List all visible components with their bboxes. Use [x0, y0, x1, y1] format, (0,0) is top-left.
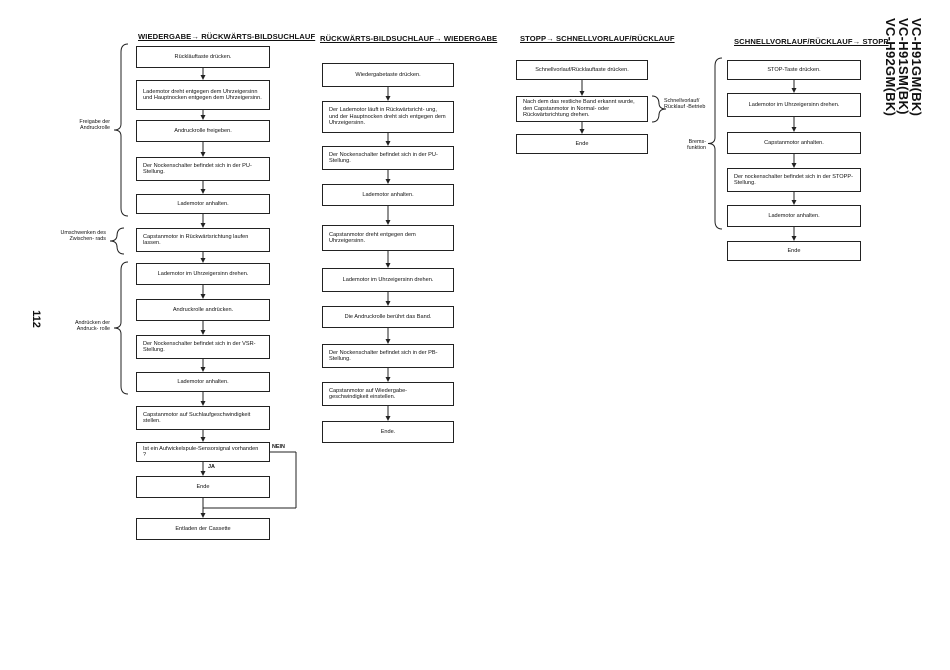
side-label-ffrew: Schnellvorlauf/ Rücklauf -Betrieb [664, 98, 706, 111]
arrow-head [579, 129, 585, 134]
yes-label: JA [208, 464, 215, 470]
model-label-1: VC-H91GM(BK) [909, 18, 924, 117]
col2-step-2: Der Lademotor läuft in Rückwärtsricht- u… [322, 101, 454, 133]
col1-step-9: Der Nockenschalter befindet sich in der … [136, 335, 270, 359]
col4-step-2: Lademotor im Uhrzeigersinn drehen. [727, 93, 861, 117]
arrow-head [200, 258, 206, 263]
col2-step-5: Capstanmotor dreht entgegen dem Uhrzeige… [322, 225, 454, 251]
arrow-head [200, 367, 206, 372]
col1-unload: Entladen der Cassette [136, 518, 270, 540]
arrow-head [200, 330, 206, 335]
side-label-swing: Umschwenken des Zwischen- rads [60, 230, 106, 243]
col2-step-3: Der Nockenschalter befindet sich in der … [322, 146, 454, 170]
col2-title: RÜCKWÄRTS-BILDSUCHLAUF→ WIEDERGABE [320, 34, 498, 43]
arrow-head [200, 401, 206, 406]
col2-step-1: Wiedergabetaste drücken. [322, 63, 454, 87]
side-label-press: Andrücken der Andruck- rolle [74, 320, 110, 333]
arrow-head [200, 471, 206, 476]
model-label-2: VC-H91SM(BK) [896, 18, 911, 115]
col4-step-4: Der nockenschalter befindet sich in der … [727, 168, 861, 192]
arrow-head [200, 223, 206, 228]
col2-step-8: Der Nockenschalter befindet sich in der … [322, 344, 454, 368]
col2-step-4: Lademotor anhalten. [322, 184, 454, 206]
arrow-head [200, 294, 206, 299]
arrow-head [791, 127, 797, 132]
grouping-brace [651, 95, 667, 123]
col4-step-3: Capstanmotor anhalten. [727, 132, 861, 154]
col1-step-6: Capstanmotor in Rückwärtsrichtung laufen… [136, 228, 270, 252]
model-label-3: VC-H92GM(BK) [883, 18, 898, 117]
col1-step-2: Lademotor dreht entgegen dem Uhrzeigersi… [136, 80, 270, 110]
col1-step-1: Rückläuftaste drücken. [136, 46, 270, 68]
arrow-head [791, 236, 797, 241]
col1-step-5: Lademotor anhalten. [136, 194, 270, 214]
no-label: NEIN [272, 444, 285, 450]
col2-step-6: Lademotor im Uhrzeigersinn drehen. [322, 268, 454, 292]
col4-step-1: STOP-Taste drücken. [727, 60, 861, 80]
col4-step-5: Lademotor anhalten. [727, 205, 861, 227]
arrow-head [385, 339, 391, 344]
col1-title: WIEDERGABE→ RÜCKWÄRTS-BILDSUCHLAUF [138, 32, 316, 41]
col4-end: Ende [727, 241, 861, 261]
arrow-head [385, 263, 391, 268]
side-label-brake: Brems- funktion [687, 139, 706, 152]
arrow-head [385, 141, 391, 146]
col1-step-4: Der Nockenschalter befindet sich in der … [136, 157, 270, 181]
arrow-head [200, 75, 206, 80]
grouping-brace [109, 227, 125, 255]
arrow-head [200, 437, 206, 442]
col1-step-7: Lademotor im Uhrzeigersinn drehen. [136, 263, 270, 285]
arrow-head [791, 88, 797, 93]
page-number: 112 [29, 310, 42, 328]
arrow-head [200, 152, 206, 157]
arrow-head [200, 189, 206, 194]
arrow-head [385, 377, 391, 382]
grouping-brace [113, 43, 129, 217]
arrow-head [791, 163, 797, 168]
arrow-head [385, 96, 391, 101]
grouping-brace [113, 261, 129, 395]
col1-step-8: Andruckrolle andrücken. [136, 299, 270, 321]
arrow-head [385, 416, 391, 421]
arrow-head [200, 513, 206, 518]
col3-step-1: Schnellvorlauf/Rücklauftaste drücken. [516, 60, 648, 80]
col3-end: Ende [516, 134, 648, 154]
arrow-head [385, 301, 391, 306]
col3-step-2: Nach dem das restliche Band erkannt wurd… [516, 96, 648, 122]
arrow-head [385, 220, 391, 225]
col1-step-11: Capstanmotor auf Suchlaufgeschwindigkeit… [136, 406, 270, 430]
col1-decision: Ist ein Aufwickelspule-Sensorsignal vorh… [136, 442, 270, 462]
arrow-head [791, 200, 797, 205]
grouping-brace [707, 57, 723, 230]
col4-title: SCHNELLVORLAUF/RÜCKLAUF→ STOPP [734, 37, 889, 46]
col1-step-10: Lademotor anhalten. [136, 372, 270, 392]
col1-end: Ende [136, 476, 270, 498]
col2-step-9: Capstanmotor auf Wiedergabe- geschwindig… [322, 382, 454, 406]
col1-step-3: Andruckrolle freigeben. [136, 120, 270, 142]
col2-end: Ende. [322, 421, 454, 443]
col2-step-7: Die Andruckrolle berührt das Band. [322, 306, 454, 328]
col3-title: STOPP→ SCHNELLVORLAUF/RÜCKLAUF [520, 34, 675, 43]
arrow-head [200, 115, 206, 120]
arrow-head [385, 179, 391, 184]
arrow-head [579, 91, 585, 96]
side-label-release: Freigabe der Andruckrolle [79, 119, 110, 132]
